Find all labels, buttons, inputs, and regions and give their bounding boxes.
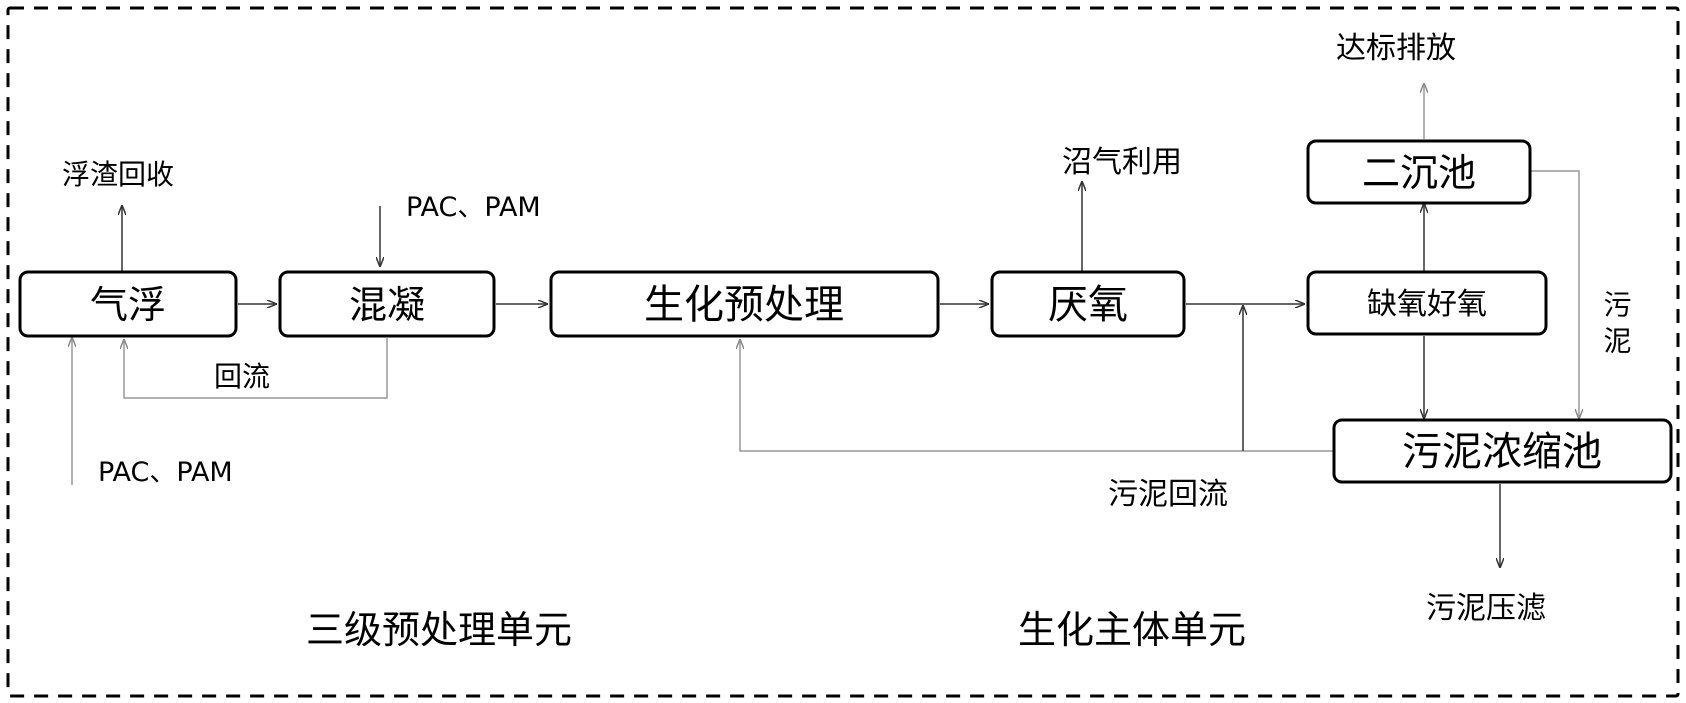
label-reflux: 回流 bbox=[214, 360, 270, 393]
arrow-reflux-loop bbox=[124, 338, 388, 399]
box-biochem-pretreatment-label: 生化预处理 bbox=[644, 282, 844, 328]
label-biogas-use: 沼气利用 bbox=[1062, 145, 1182, 180]
box-anoxic-aerobic: 缺氧好氧 bbox=[1306, 270, 1548, 336]
label-unit-biochem: 生化主体单元 bbox=[1018, 608, 1246, 652]
box-flotation-label: 气浮 bbox=[90, 283, 166, 327]
label-chemicals-bottom: PAC、PAM bbox=[98, 457, 233, 488]
box-anaerobic-label: 厌氧 bbox=[1048, 282, 1128, 328]
label-scum-recovery: 浮渣回收 bbox=[62, 158, 174, 191]
box-sludge-thickener: 污泥浓缩池 bbox=[1332, 418, 1673, 484]
label-unit-pretreatment: 三级预处理单元 bbox=[306, 608, 572, 652]
label-sludge-vertical: 污泥 bbox=[1600, 290, 1633, 362]
arrow-sludge-return bbox=[740, 340, 1334, 452]
box-anoxic-aerobic-label: 缺氧好氧 bbox=[1367, 287, 1487, 322]
box-secondary-clarifier: 二沉池 bbox=[1306, 139, 1532, 205]
label-chemicals-top: PAC、PAM bbox=[406, 192, 541, 223]
box-biochem-pretreatment: 生化预处理 bbox=[549, 270, 940, 338]
label-discharge: 达标排放 bbox=[1336, 31, 1456, 66]
box-sludge-thickener-label: 污泥浓缩池 bbox=[1402, 429, 1602, 475]
box-flotation: 气浮 bbox=[18, 270, 238, 338]
label-sludge-return: 污泥回流 bbox=[1108, 477, 1228, 512]
box-coagulation: 混凝 bbox=[278, 270, 496, 338]
box-anaerobic: 厌氧 bbox=[990, 270, 1186, 338]
label-sludge-press: 污泥压滤 bbox=[1426, 591, 1546, 626]
box-coagulation-label: 混凝 bbox=[349, 283, 425, 327]
box-secondary-clarifier-label: 二沉池 bbox=[1362, 151, 1476, 195]
arrow-clarifier-sludge bbox=[1530, 170, 1579, 418]
